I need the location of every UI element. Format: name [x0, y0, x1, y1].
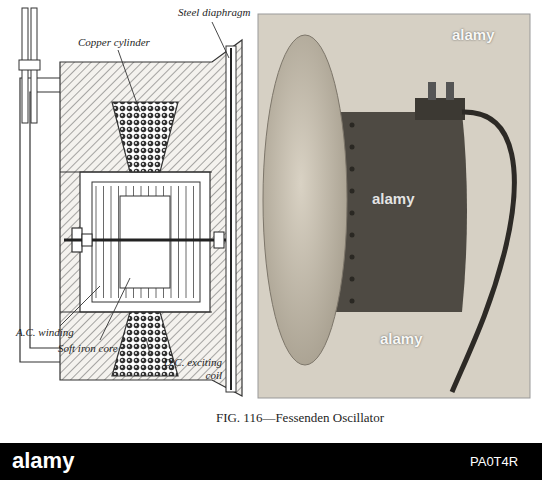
watermark-bar [0, 443, 542, 480]
part-label: Copper cylinder [78, 36, 150, 49]
image-code: PA0T4R [470, 454, 518, 469]
terminal-tubes [19, 8, 40, 123]
shaft [64, 232, 226, 248]
oscillator-photo [258, 14, 530, 398]
copper-cylinder [92, 182, 200, 302]
watermark: alamy [380, 330, 423, 347]
part-label: D.C. exciting coil [150, 356, 222, 381]
watermark: alamy [372, 190, 415, 207]
steel-diaphragm [226, 46, 236, 392]
part-label: Steel diaphragm [178, 6, 250, 19]
part-label: A.C. winding [16, 326, 74, 339]
part-label: Soft iron core [58, 342, 118, 355]
watermark-logo: alamy [12, 448, 74, 474]
watermark: alamy [452, 26, 495, 43]
leader-lines [60, 22, 229, 354]
figure-caption: FIG. 116—Fessenden Oscillator [216, 410, 384, 426]
